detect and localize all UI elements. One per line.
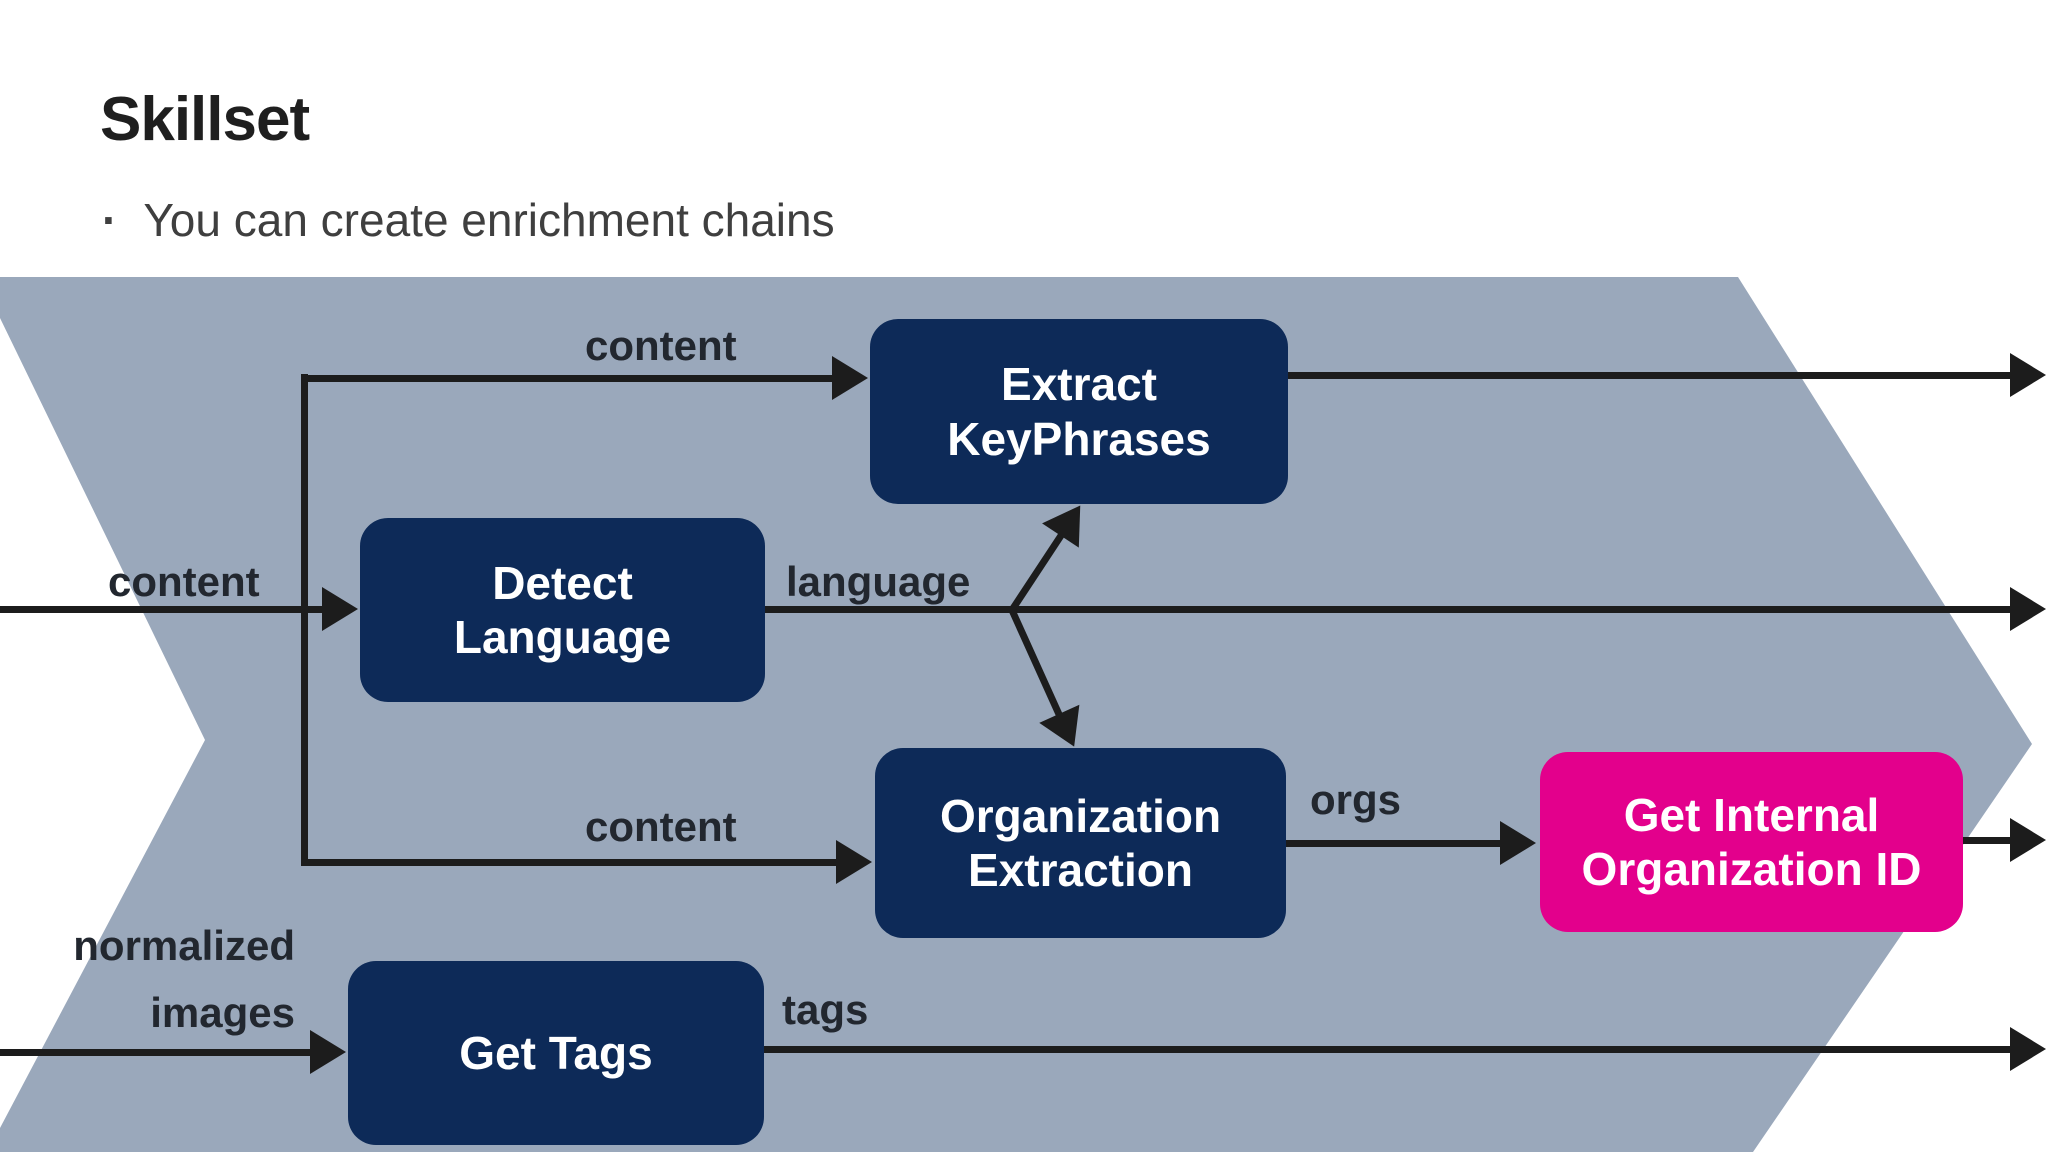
arrowhead-icon xyxy=(310,1030,346,1074)
arrowhead-icon xyxy=(1500,821,1536,865)
bullet-marker: · xyxy=(102,194,118,246)
arrow-shaft xyxy=(1963,836,2018,844)
node-get-internal-organization-id-label: Get Internal Organization ID xyxy=(1581,788,1922,895)
edge-label-content-left: content xyxy=(108,558,260,605)
edge-label-orgs: orgs xyxy=(1310,776,1402,823)
node-detect-language: Detect Language xyxy=(360,518,765,702)
arrowhead-icon xyxy=(832,356,868,400)
arrow-shaft xyxy=(0,1048,318,1056)
node-get-internal-organization-id: Get Internal Organization ID xyxy=(1540,752,1963,932)
branch-vertical-line xyxy=(301,374,308,866)
arrow-shaft xyxy=(301,858,844,866)
node-get-tags: Get Tags xyxy=(348,961,764,1145)
arrowhead-icon xyxy=(2010,587,2046,631)
arrow-shaft xyxy=(764,1045,2018,1053)
arrow-shaft xyxy=(765,605,2018,613)
node-extract-keyphrases-label: Extract KeyPhrases xyxy=(947,358,1211,465)
arrowhead-icon xyxy=(322,587,358,631)
arrowhead-icon xyxy=(2010,1027,2046,1071)
page-title: Skillset xyxy=(100,85,310,154)
arrow-shaft xyxy=(1286,839,1508,847)
edge-label-content-bottom: content xyxy=(585,803,737,850)
node-organization-extraction-label: Organization Extraction xyxy=(939,789,1222,896)
edge-label-tags: tags xyxy=(782,986,869,1033)
node-extract-keyphrases: Extract KeyPhrases xyxy=(870,319,1288,504)
bullet-line: · You can create enrichment chains xyxy=(102,194,835,247)
node-detect-language-label: Detect Language xyxy=(453,556,672,663)
edge-label-content-top: content xyxy=(585,322,737,369)
bullet-text: You can create enrichment chains xyxy=(143,194,835,246)
arrow-shaft xyxy=(0,605,330,613)
edge-label-language: language xyxy=(786,558,971,605)
node-organization-extraction: Organization Extraction xyxy=(875,748,1286,938)
arrow-shaft xyxy=(301,374,840,382)
arrowhead-icon xyxy=(836,840,872,884)
arrowhead-icon xyxy=(2010,353,2046,397)
arrow-shaft xyxy=(1288,371,2018,379)
node-get-tags-label: Get Tags xyxy=(459,1026,653,1079)
edge-label-normalized-images: normalized images xyxy=(73,922,295,1037)
arrowhead-icon xyxy=(2010,818,2046,862)
